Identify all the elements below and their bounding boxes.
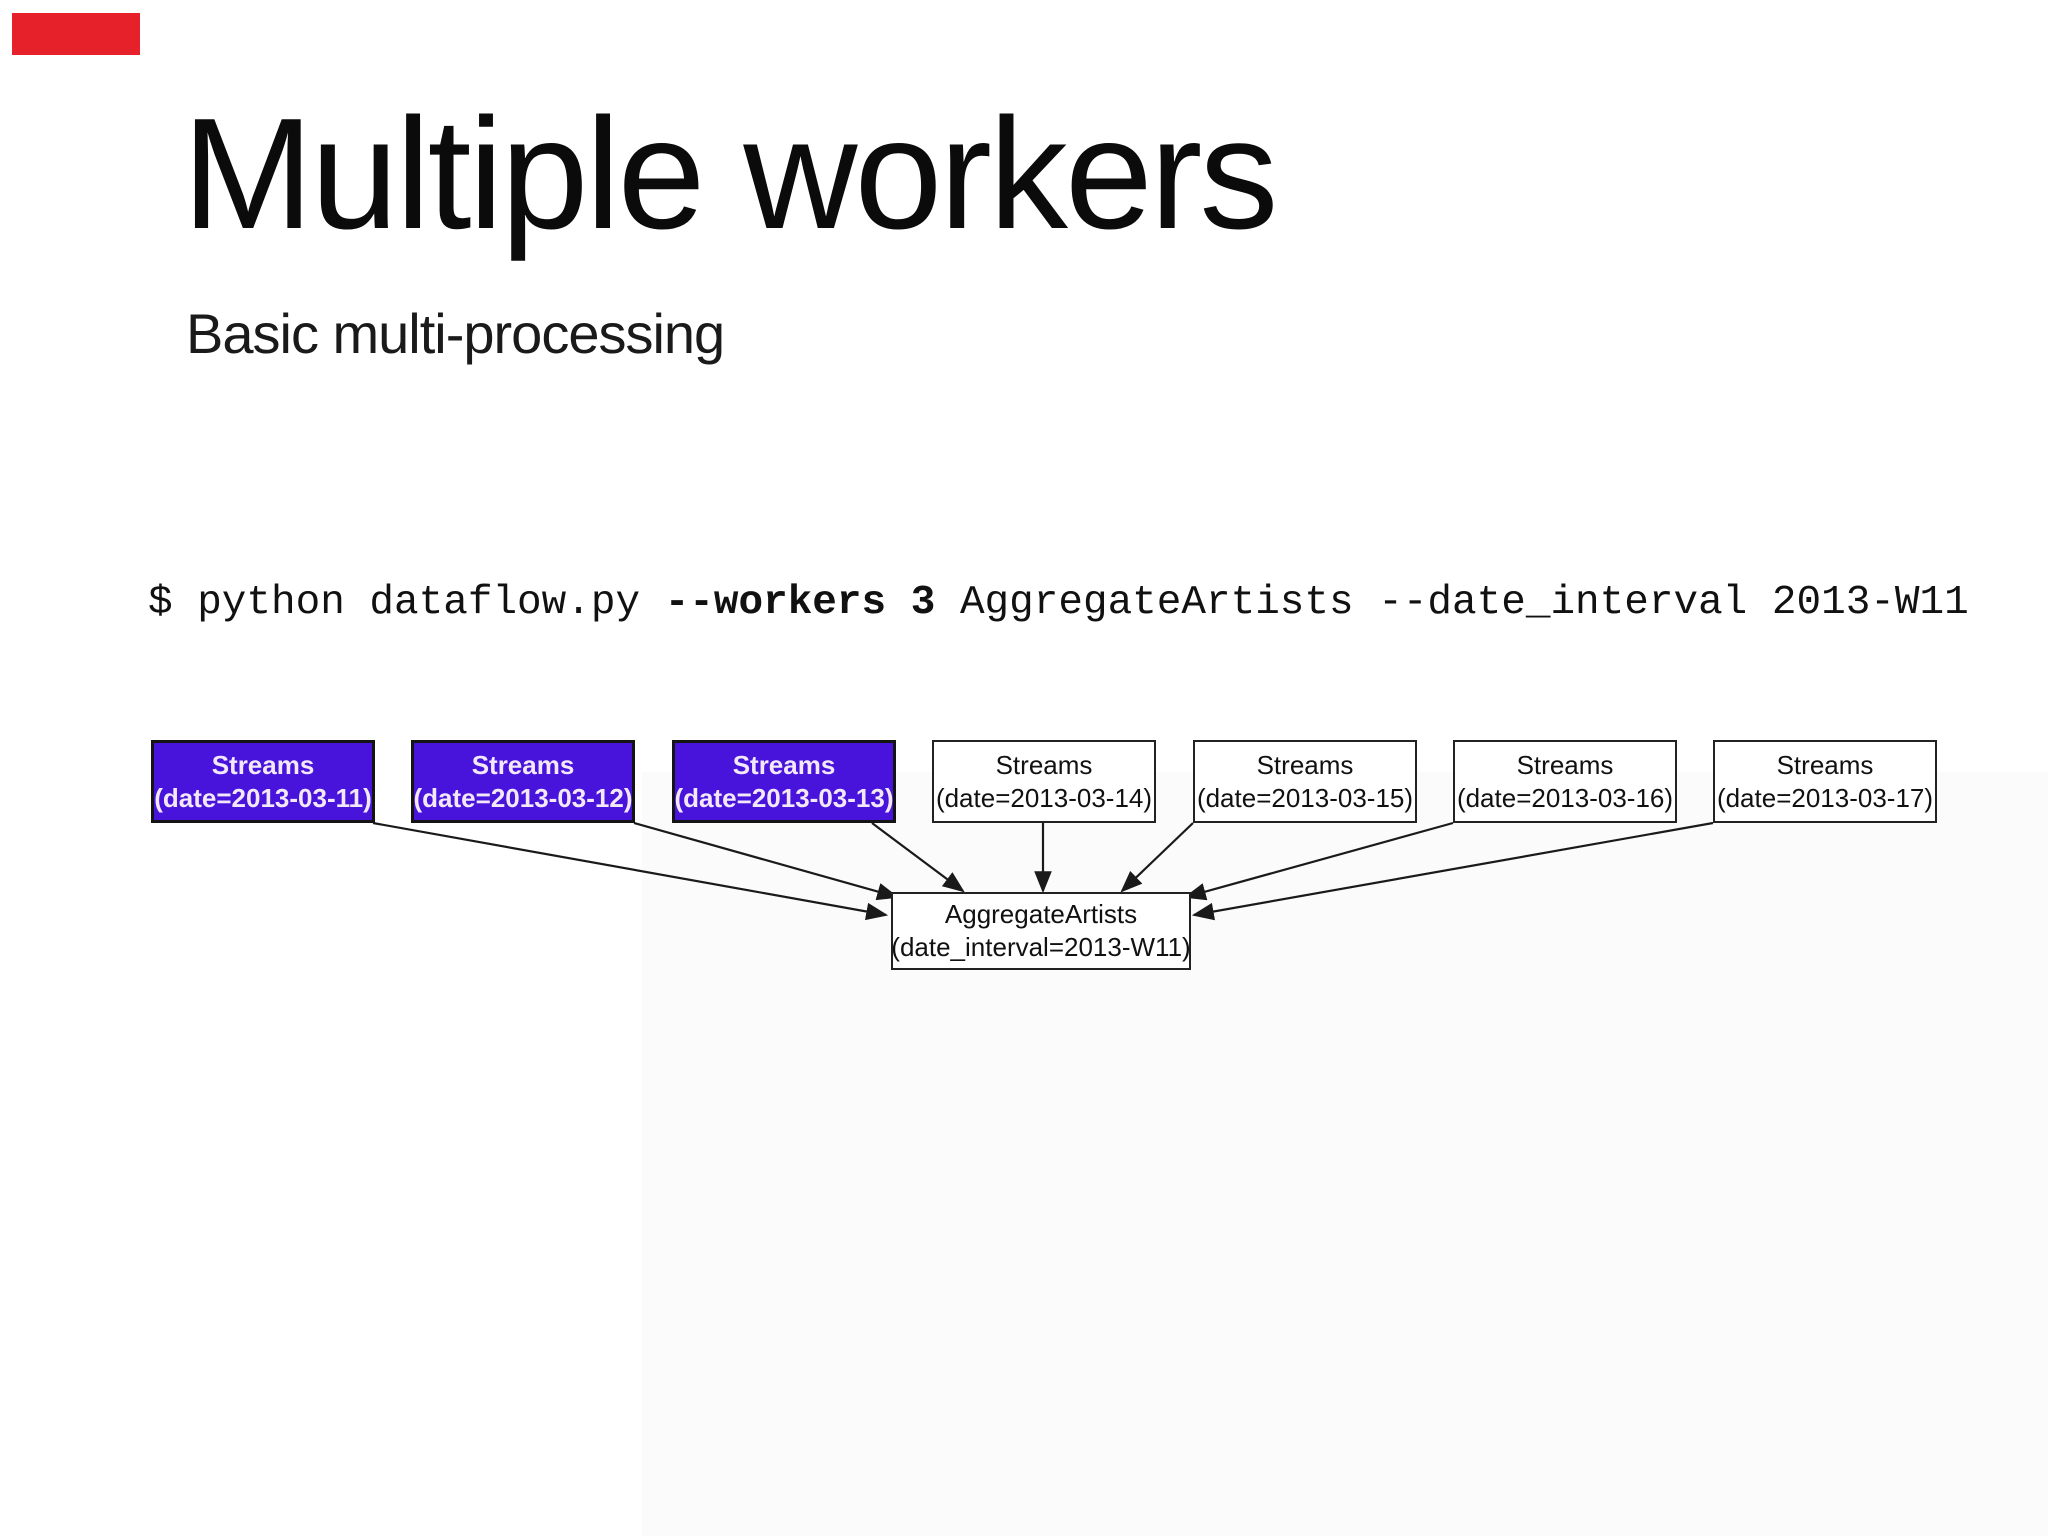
stream-node-2013-03-17: Streams(date=2013-03-17) xyxy=(1713,740,1937,823)
stream-node-2013-03-15: Streams(date=2013-03-15) xyxy=(1193,740,1417,823)
edge-line xyxy=(372,821,889,921)
edge-line xyxy=(871,822,965,893)
stream-node-2013-03-13: Streams(date=2013-03-13) xyxy=(672,740,896,823)
page-title: Multiple workers xyxy=(182,86,1278,262)
node-param-label: (date=2013-03-13) xyxy=(674,782,894,813)
node-title-label: Streams xyxy=(1516,749,1614,780)
command-prefix: $ python dataflow.py xyxy=(148,580,665,626)
node-param-label: (date=2013-03-16) xyxy=(1456,782,1674,813)
node-title-label: Streams xyxy=(1776,749,1874,780)
page-subtitle: Basic multi-processing xyxy=(186,302,725,365)
node-param-label: (date=2013-03-17) xyxy=(1716,782,1934,813)
command-emphasis: --workers 3 xyxy=(664,580,936,626)
edge-line xyxy=(633,821,900,901)
node-param-label: (date=2013-03-12) xyxy=(413,782,633,813)
command-suffix: AggregateArtists --date_interval 2013-W1… xyxy=(935,580,1969,626)
node-title-label: Streams xyxy=(1256,749,1354,780)
node-param-label: (date=2013-03-14) xyxy=(935,782,1153,813)
node-title-label: AggregateArtists xyxy=(944,899,1138,929)
stream-node-2013-03-16: Streams(date=2013-03-16) xyxy=(1453,740,1677,823)
stream-node-2013-03-12: Streams(date=2013-03-12) xyxy=(411,740,635,823)
stream-node-2013-03-11: Streams(date=2013-03-11) xyxy=(151,740,375,823)
node-title-label: Streams xyxy=(732,749,836,780)
node-param-label: (date_interval=2013-W11) xyxy=(891,932,1191,962)
background-tint xyxy=(642,772,2048,1536)
edge-line xyxy=(1183,821,1454,901)
node-title-label: Streams xyxy=(995,749,1093,780)
node-param-label: (date=2013-03-11) xyxy=(154,782,372,813)
command-line: $ python dataflow.py --workers 3 Aggrega… xyxy=(148,580,1969,626)
stream-node-2013-03-14: Streams(date=2013-03-14) xyxy=(932,740,1156,823)
node-param-label: (date=2013-03-15) xyxy=(1196,782,1414,813)
edge-line xyxy=(1120,822,1194,893)
video-progress-bar xyxy=(12,13,140,55)
node-title-label: Streams xyxy=(471,749,575,780)
node-title-label: Streams xyxy=(211,749,315,780)
aggregate-node: AggregateArtists (date_interval=2013-W11… xyxy=(891,892,1191,970)
edge-line xyxy=(1191,821,1714,921)
